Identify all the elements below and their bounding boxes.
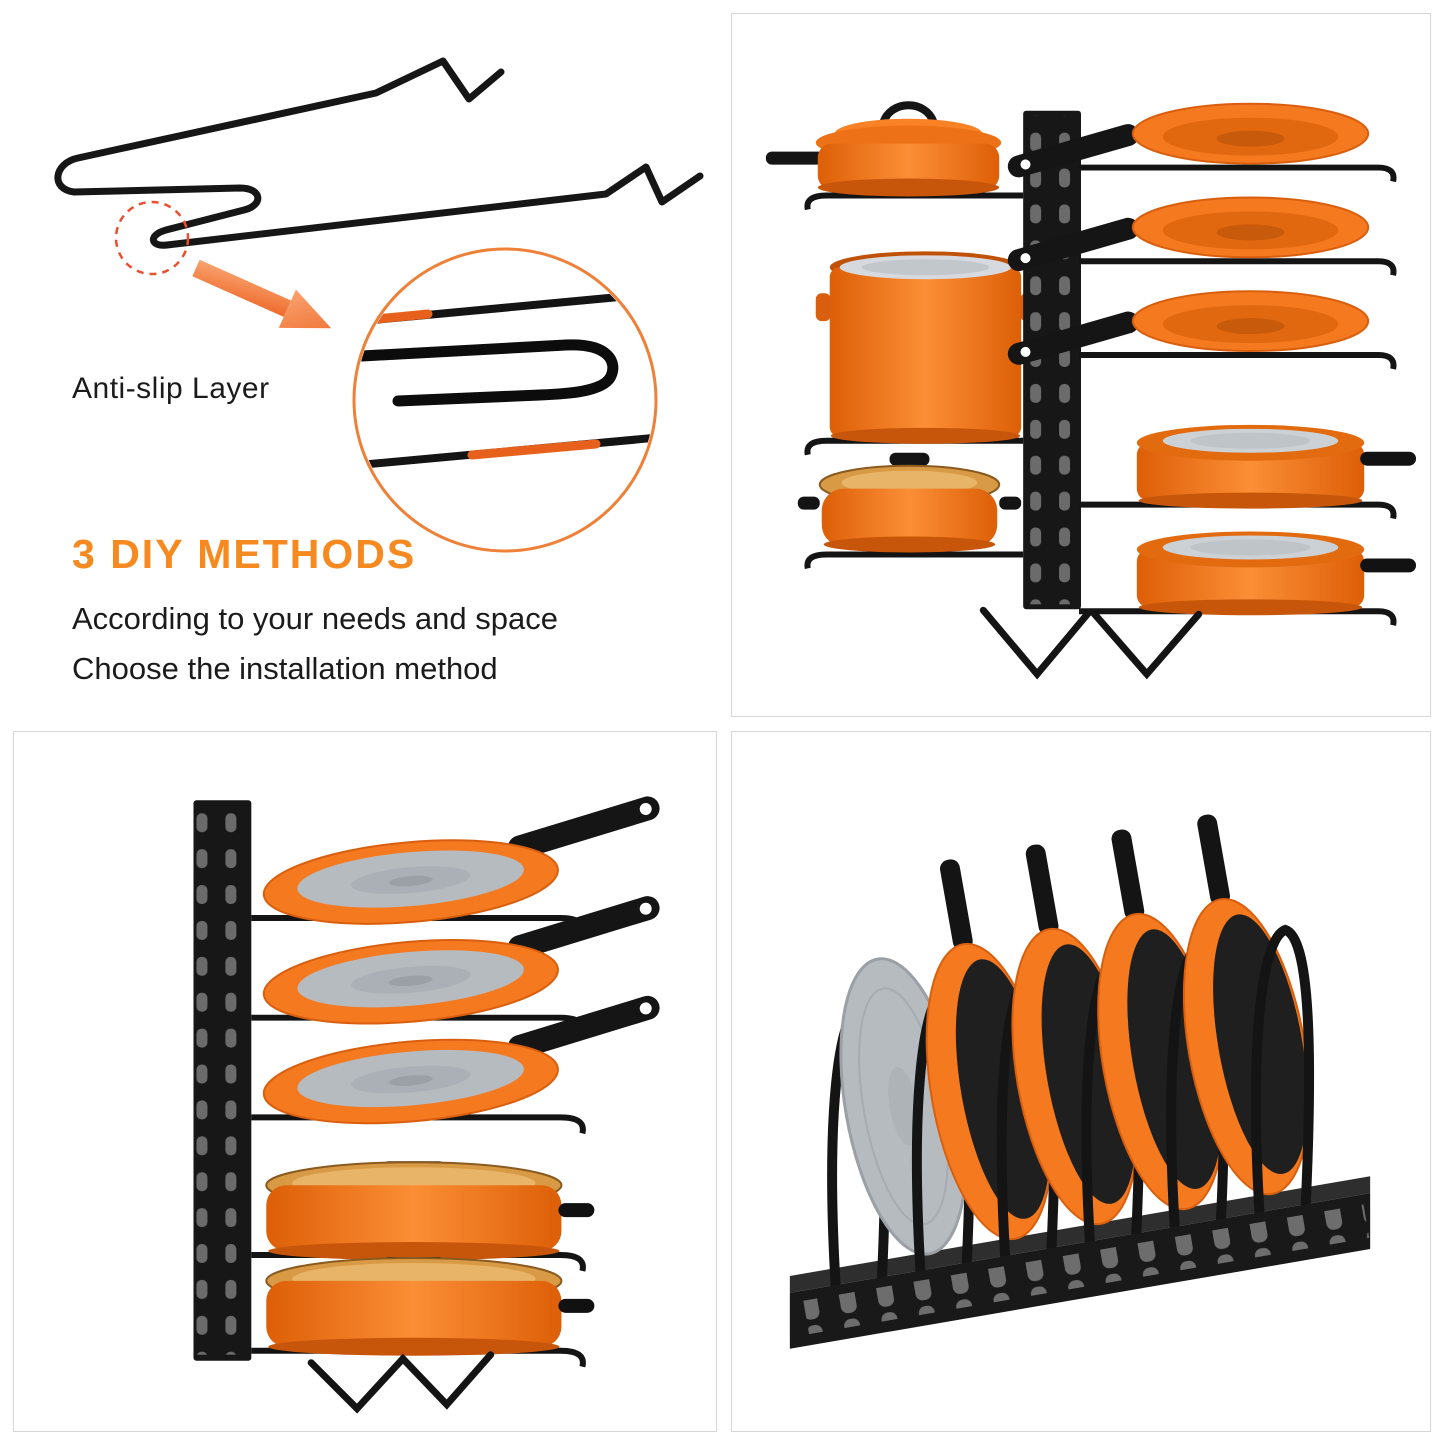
horizontal-pot-rack-image [789,814,1371,1349]
wire-hook-drawing [54,57,704,249]
casserole-with-glass-lid [797,452,1022,553]
rack-legs [307,1351,495,1414]
saute-pan-with-lid [1136,531,1417,616]
frying-pan [1007,196,1370,272]
single-sided-pot-rack-image [193,796,660,1414]
divider-hairpin [1250,924,1315,1219]
frying-pan [262,796,660,925]
photo-single-sided-rack [13,731,717,1432]
frying-pan [262,995,660,1125]
frying-pan [1007,290,1370,365]
casserole-with-glass-lid [265,1257,595,1356]
diy-subline-1: According to your needs and space [72,601,558,636]
casserole-with-glass-lid [265,1161,595,1260]
right-tier-arms [1079,164,1397,626]
anti-slip-illustration [54,57,704,553]
double-sided-pot-rack-image [765,101,1417,680]
mounting-rail [193,800,252,1361]
rack-base-front [789,1193,1371,1349]
braiser-with-lid [765,101,1002,197]
rack-legs [979,606,1203,680]
left-tier-arms [804,192,1024,570]
photo-double-sided-rack [731,13,1431,717]
zoom-callout-arrow-icon [192,259,332,329]
anti-slip-label: Anti-slip Layer [72,372,270,405]
dashed-callout-circle [114,200,190,276]
stockpot [815,251,1036,444]
diy-methods-heading: 3 DIY METHODS [72,531,417,577]
frying-pan [1007,102,1370,178]
photo-horizontal-rack [731,731,1431,1432]
diy-subline-2: Choose the installation method [72,651,498,686]
frying-pan [262,896,660,1025]
info-panel: Anti-slip Layer 3 DIY METHODS According … [0,0,717,717]
saute-pan-with-lid [1136,424,1417,509]
